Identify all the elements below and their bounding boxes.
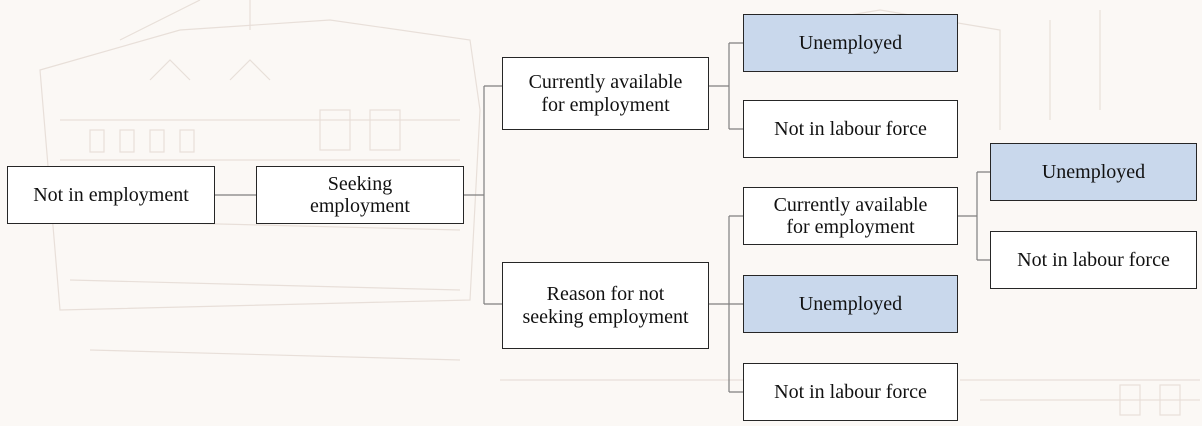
node-label: Unemployed — [798, 292, 903, 315]
node-not-in-employment: Not in employment — [7, 166, 215, 224]
node-not-in-labour-force-1: Not in labour force — [743, 100, 958, 158]
node-label: Not in labour force — [774, 380, 927, 403]
node-unemployed-2: Unemployed — [743, 275, 958, 333]
node-label: Not in employment — [33, 183, 189, 206]
node-currently-available-1: Currently available for employment — [502, 57, 709, 130]
node-label: Unemployed — [1041, 160, 1146, 183]
connector-seeking-branches — [464, 85, 502, 305]
node-label: Unemployed — [798, 31, 903, 54]
connector-reason-branches — [709, 215, 743, 393]
node-not-in-labour-force-3: Not in labour force — [990, 231, 1197, 289]
node-label: Reason for not seeking employment — [522, 283, 689, 328]
node-currently-available-2: Currently available for employment — [743, 187, 958, 245]
node-label: Currently available for employment — [773, 193, 928, 238]
node-label: Seeking employment — [310, 172, 410, 217]
node-label: Currently available for employment — [528, 71, 683, 116]
node-unemployed-3: Unemployed — [990, 143, 1197, 201]
node-unemployed-1: Unemployed — [743, 14, 958, 72]
connector-available2-branches — [958, 171, 990, 261]
node-reason-not-seeking: Reason for not seeking employment — [502, 262, 709, 349]
node-not-in-labour-force-2: Not in labour force — [743, 363, 958, 421]
node-label: Not in labour force — [774, 117, 927, 140]
node-label: Not in labour force — [1017, 248, 1170, 271]
connector-available1-branches — [709, 42, 743, 130]
node-seeking-employment: Seeking employment — [256, 166, 464, 224]
